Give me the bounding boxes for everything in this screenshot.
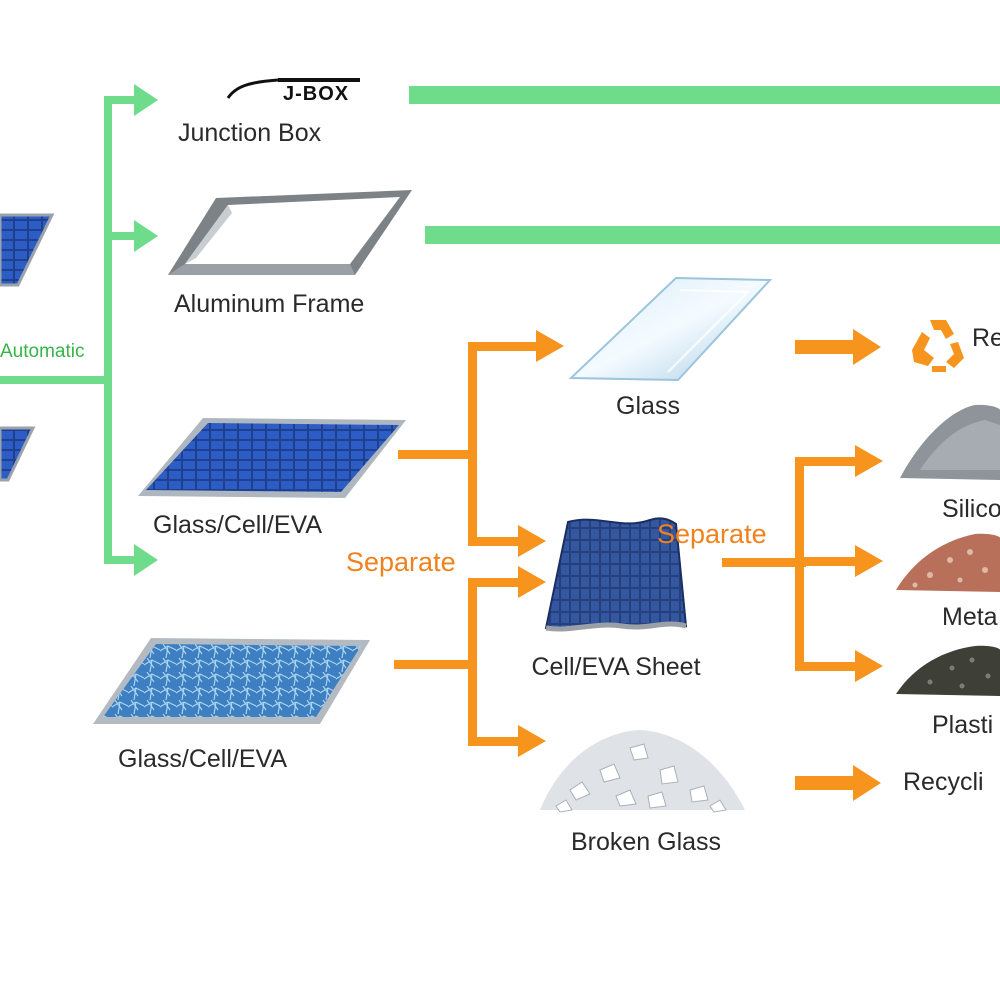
silicon-label: Silico — [942, 495, 1000, 523]
glass-cell-eva-label-1: Glass/Cell/EVA — [153, 511, 323, 539]
recycle-label: Re — [972, 324, 1000, 352]
junction-box-icon-label: J-BOX — [283, 83, 350, 105]
separate-label-left: Separate — [346, 547, 456, 577]
plastic-label: Plasti — [932, 711, 994, 739]
junction-box-label: Junction Box — [178, 119, 322, 147]
automatic-label: Automatic — [0, 341, 85, 362]
broken-glass-label: Broken Glass — [570, 828, 722, 856]
solar-panel-icon — [0, 213, 55, 287]
glass-pane-icon — [568, 276, 773, 382]
aluminum-frame-icon — [168, 190, 412, 275]
broken-glass-pile-icon — [540, 730, 745, 813]
automatic-flow-arrows — [0, 84, 1000, 576]
glass-label: Glass — [616, 392, 680, 420]
silicon-powder-icon — [900, 404, 1000, 480]
solar-panel-icon — [138, 418, 406, 498]
plastic-granules-icon — [896, 645, 1000, 696]
solar-panel-icon — [0, 426, 36, 482]
recycle-icon — [912, 320, 964, 372]
glass-cell-eva-label-2: Glass/Cell/EVA — [118, 745, 288, 773]
metal-granules-icon — [896, 533, 1000, 592]
broken-panel-icon — [93, 638, 370, 724]
cell-eva-sheet-icon — [544, 517, 688, 632]
separate-flow-arrows — [394, 329, 883, 801]
junction-box-icon — [226, 78, 360, 104]
separate-label-right: Separate — [657, 519, 767, 549]
cell-eva-sheet-label: Cell/EVA Sheet — [531, 653, 701, 681]
recycling-label: Recycli — [903, 768, 984, 796]
aluminum-frame-label: Aluminum Frame — [174, 290, 365, 318]
metal-label: Meta — [942, 603, 998, 631]
